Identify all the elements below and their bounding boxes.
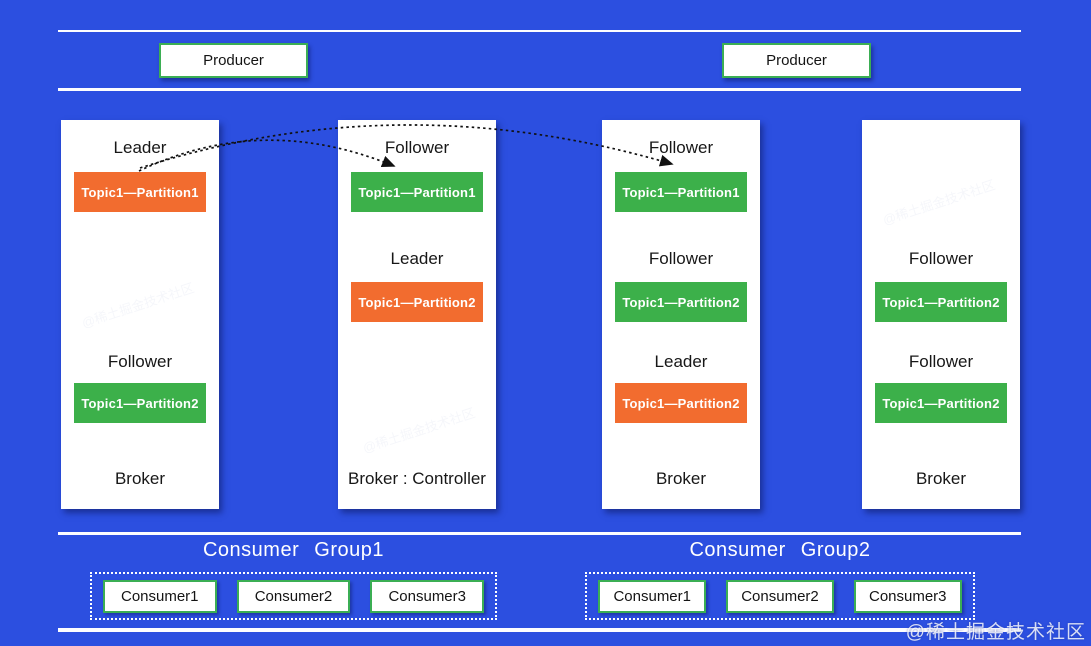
partition-box: Topic1—Partition2 xyxy=(615,383,747,423)
consumer-group-title: Consumer Group1 xyxy=(202,539,385,561)
faint-watermark: @稀土掘金技术社区 xyxy=(79,280,196,331)
divider-line-top xyxy=(58,30,1021,32)
partition-box: Topic1—Partition1 xyxy=(615,172,747,212)
site-watermark: @稀土掘金技术社区 xyxy=(905,622,1086,643)
consumer-group-title: Consumer Group2 xyxy=(689,539,871,561)
consumer-group-container: Consumer1 Consumer2 Consumer3 xyxy=(90,572,497,620)
partition-role-label: Leader xyxy=(390,249,444,268)
divider-line-under-producers xyxy=(58,88,1021,91)
partition-role-label: Leader xyxy=(654,352,708,371)
consumer-box: Consumer2 xyxy=(725,579,835,613)
divider-line-above-consumers xyxy=(58,532,1021,535)
consumer-box: Consumer1 xyxy=(103,579,217,613)
broker-label: Broker xyxy=(915,469,967,488)
partition-box: Topic1—Partition2 xyxy=(615,282,747,322)
consumer-box: Consumer3 xyxy=(370,579,484,613)
partition-box: Topic1—Partition2 xyxy=(351,282,483,322)
faint-watermark: @稀土掘金技术社区 xyxy=(880,177,997,228)
partition-box: Topic1—Partition2 xyxy=(875,282,1007,322)
faint-watermark: @稀土掘金技术社区 xyxy=(360,405,477,456)
partition-role-label: Follower xyxy=(107,352,173,371)
consumer-box: Consumer2 xyxy=(236,579,351,613)
partition-role-label: Follower xyxy=(384,138,450,157)
consumer-box: Consumer3 xyxy=(853,579,962,613)
partition-role-label: Follower xyxy=(908,249,974,268)
broker-label: Broker xyxy=(655,469,707,488)
partition-role-label: Follower xyxy=(648,138,714,157)
divider-line-bottom xyxy=(58,628,1021,632)
partition-box: Topic1—Partition1 xyxy=(351,172,483,212)
consumer-box: Consumer1 xyxy=(598,579,707,613)
producer-box: Producer xyxy=(722,43,871,78)
consumer-group-container: Consumer1 Consumer2 Consumer3 xyxy=(585,572,975,620)
partition-role-label: Follower xyxy=(908,352,974,371)
partition-box: Topic1—Partition2 xyxy=(74,383,206,423)
broker-label: Broker : Controller xyxy=(348,469,486,488)
producer-box: Producer xyxy=(159,43,308,78)
partition-role-label: Leader xyxy=(113,138,167,157)
partition-box: Topic1—Partition2 xyxy=(875,383,1007,423)
partition-box: Topic1—Partition1 xyxy=(74,172,206,212)
partition-role-label: Follower xyxy=(648,249,714,268)
broker-label: Broker xyxy=(114,469,166,488)
